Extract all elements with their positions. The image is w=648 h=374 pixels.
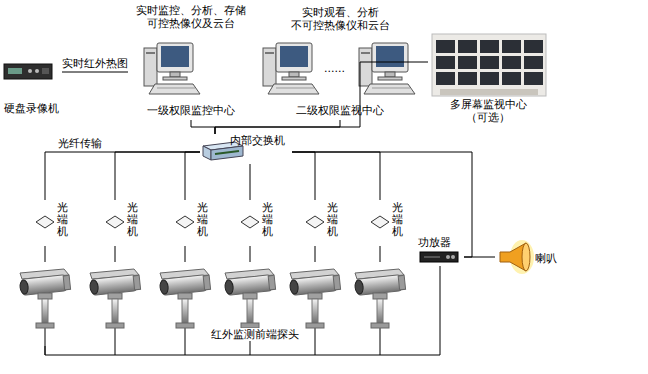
camera-icon	[224, 269, 275, 328]
amplifier-icon	[424, 257, 440, 258]
connector-line	[250, 164, 251, 200]
camera-wire	[115, 328, 116, 355]
recorder-icon	[4, 64, 52, 79]
computer-icon	[359, 43, 415, 94]
transceiver-label: 光端机	[197, 202, 208, 238]
amplifier-icon	[420, 252, 458, 262]
connector-line	[292, 152, 380, 200]
connector-line	[215, 62, 428, 134]
connector-line	[292, 152, 472, 257]
connector-line	[250, 246, 251, 262]
viewing-center-label: 实时观看、分析 不可控热像仪和云台	[288, 6, 392, 32]
amplifier-icon	[446, 255, 450, 259]
video-wall-icon	[432, 34, 546, 96]
amplifier-icon	[451, 255, 455, 259]
viewing-center-node: 实时观看、分析 不可控热像仪和云台二级权限监视中心	[262, 2, 418, 120]
switch-label: 内部交换机	[230, 134, 285, 147]
amplifier-icon	[420, 252, 458, 262]
video-wall-label: 多屏幕监视中心 （可选）	[443, 98, 533, 124]
transceiver-node: 光端机	[238, 200, 276, 246]
camera-wire	[185, 328, 186, 355]
connector-line	[464, 257, 495, 258]
viewing-center-label: 二级权限监视中心	[296, 104, 384, 117]
camera-wire	[45, 328, 380, 355]
camera-icon	[159, 269, 210, 328]
transceiver-icon	[306, 216, 324, 228]
connector-line	[115, 152, 200, 200]
camera-group-node: 红外监测前端探头	[20, 262, 412, 346]
transceiver-icon	[371, 216, 389, 228]
transceiver-label: 光端机	[262, 202, 273, 238]
edge-label: 光纤传输	[57, 137, 103, 150]
computer-icon	[144, 43, 200, 94]
recorder-icon	[8, 68, 22, 74]
camera-wire	[380, 328, 381, 355]
video-wall-icon	[432, 34, 546, 96]
transceiver-label: 光端机	[392, 202, 403, 238]
monitor-center-label: 一级权限监控中心	[147, 104, 235, 117]
transceiver-icon	[106, 216, 124, 228]
switch-icon	[203, 146, 211, 160]
connector-line	[191, 120, 215, 134]
camera-icon	[354, 269, 405, 328]
camera-icon	[89, 269, 140, 328]
video-wall-node: 多屏幕监视中心 （可选）	[428, 30, 548, 128]
speaker-icon	[522, 243, 530, 271]
recorder-icon	[4, 64, 52, 79]
transceiver-node: 光端机	[173, 200, 211, 246]
connector-line	[45, 152, 200, 200]
transceiver-label: 光端机	[127, 202, 138, 238]
computer-icon	[263, 43, 319, 94]
video-wall-icon	[440, 89, 538, 95]
video-wall-icon	[436, 40, 546, 88]
connector-line	[45, 266, 440, 355]
connector-line	[45, 246, 46, 262]
transceiver-icon	[176, 216, 194, 228]
transceiver-node: 光端机	[303, 200, 341, 246]
transceiver-node: 光端机	[103, 200, 141, 246]
amplifier-label: 功放器	[418, 236, 451, 249]
switch-icon	[211, 146, 243, 160]
transceiver-label: 光端机	[327, 202, 338, 238]
camera-group-label: 红外监测前端探头	[210, 328, 300, 341]
connector-line	[115, 246, 116, 262]
transceiver-label: 光端机	[57, 202, 68, 238]
switch-icon	[215, 151, 239, 154]
connector-line	[185, 246, 186, 262]
recorder-icon	[35, 69, 39, 73]
connector-line	[315, 246, 316, 262]
camera-icon	[19, 269, 70, 328]
transceiver-icon	[36, 216, 54, 228]
recorder-icon	[42, 68, 49, 74]
transceiver-node: 光端机	[33, 200, 71, 246]
amplifier-node: 功放器	[416, 236, 464, 266]
recorder-node: 硬盘录像机	[0, 58, 62, 117]
connector-line	[185, 152, 200, 200]
edge-label: 实时红外热图	[61, 57, 129, 70]
connector-line	[292, 152, 315, 200]
connector-line	[380, 246, 381, 262]
switch-node: 内部交换机	[200, 134, 292, 164]
recorder-label: 硬盘录像机	[4, 102, 59, 115]
speaker-label: 喇叭	[535, 252, 557, 265]
transceiver-icon	[241, 216, 259, 228]
ellipsis-label: ......	[323, 62, 346, 75]
connector-line	[62, 72, 128, 73]
monitor-center-node: 实时监控、分析、存储 可控热像仪及云台一级权限监控中心	[128, 2, 254, 120]
monitor-center-label: 实时监控、分析、存储 可控热像仪及云台	[133, 4, 249, 30]
speaker-icon	[500, 240, 534, 274]
transceiver-node: 光端机	[368, 200, 406, 246]
speaker-node: 喇叭	[495, 240, 565, 274]
recorder-icon	[28, 69, 32, 73]
camera-wire	[315, 328, 316, 355]
camera-icon	[289, 269, 340, 328]
